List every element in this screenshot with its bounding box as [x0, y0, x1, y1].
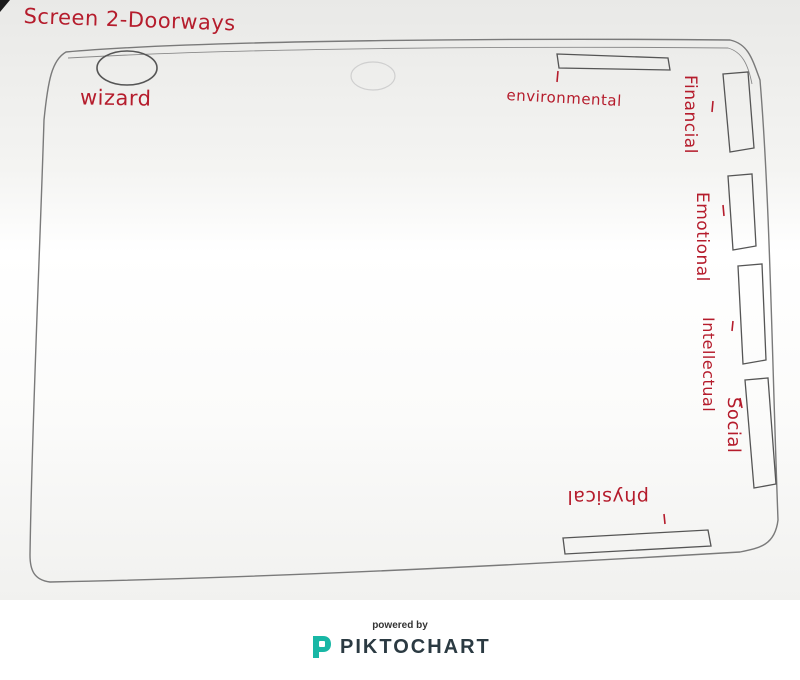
social-doorway	[744, 377, 777, 489]
sketch-photo: Screen 2-Doorways wizard environmental F…	[0, 0, 800, 600]
screen-outline	[29, 38, 779, 583]
physical-label: physical	[567, 486, 649, 508]
powered-by-text: powered by	[372, 620, 428, 631]
physical-doorway	[562, 529, 712, 555]
piktochart-brand[interactable]: PIKTOCHART	[310, 634, 491, 660]
intellectual-doorway	[737, 263, 767, 365]
financial-label: Financial	[680, 75, 700, 154]
financial-doorway	[722, 71, 755, 153]
piktochart-footer: powered by PIKTOCHART	[0, 600, 800, 680]
social-label: Social	[723, 397, 744, 454]
wizard-label: wizard	[79, 85, 152, 111]
intellectual-label: Intellectual	[699, 317, 718, 413]
piktochart-logo-icon	[313, 636, 331, 658]
wizard-circle	[96, 50, 158, 86]
piktochart-wordmark: PIKTOCHART	[340, 635, 491, 658]
environmental-doorway	[556, 53, 671, 71]
paper-sheet	[0, 0, 800, 600]
emotional-doorway	[727, 173, 757, 251]
emotional-label: Emotional	[692, 192, 712, 282]
